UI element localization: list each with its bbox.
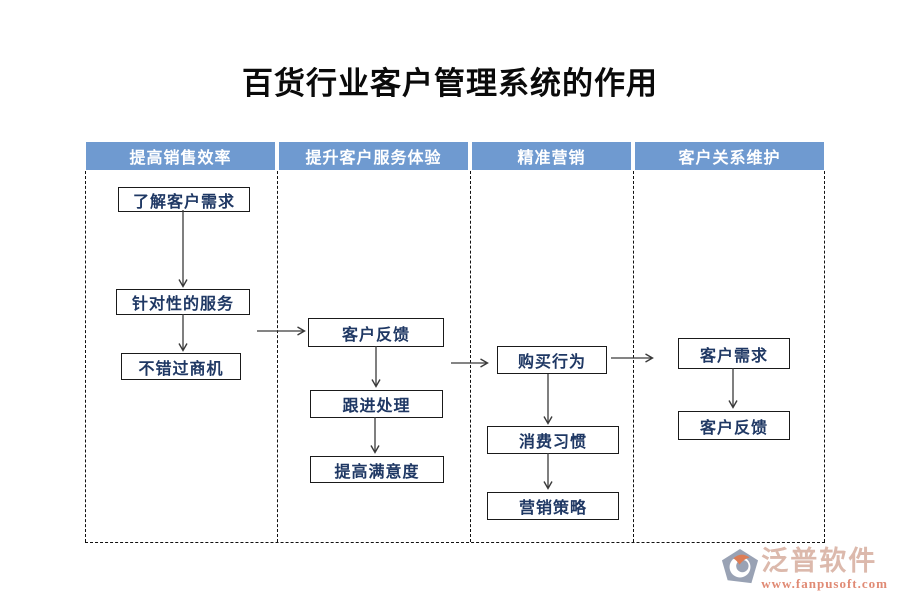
node-never-miss-opportunity: 不错过商机 [121,353,241,380]
logo-text: 泛普软件 [761,546,878,576]
page-title: 百货行业客户管理系统的作用 [242,66,658,101]
logo-url: www.fanpusoft.com [761,576,888,591]
node-customer-feedback-2: 客户反馈 [678,411,790,440]
node-follow-up-handling: 跟进处理 [310,390,443,418]
node-improve-satisfaction: 提高满意度 [310,456,444,483]
diagram-bottom-border [85,542,825,543]
node-marketing-strategy: 营销策略 [487,492,619,520]
column-divider-right [824,171,825,542]
fanpu-logo: 泛普软件 www.fanpusoft.com [721,548,888,590]
column-divider-2 [470,171,471,542]
column-divider-3 [633,171,634,542]
fanpu-logo-icon [722,548,759,584]
column-header-sales-efficiency: 提高销售效率 [86,142,275,170]
node-targeted-service: 针对性的服务 [116,289,250,315]
column-divider-left [85,171,86,542]
column-header-service-experience: 提升客户服务体验 [279,142,468,170]
node-consumption-habits: 消费习惯 [487,426,619,454]
column-divider-1 [277,171,278,542]
node-purchase-behavior: 购买行为 [497,346,607,374]
node-customer-feedback: 客户反馈 [308,318,444,347]
column-header-relationship-maintenance: 客户关系维护 [635,142,824,170]
node-understand-customer-needs: 了解客户需求 [118,187,250,212]
column-header-precision-marketing: 精准营销 [472,142,631,170]
node-customer-needs: 客户需求 [678,338,790,369]
